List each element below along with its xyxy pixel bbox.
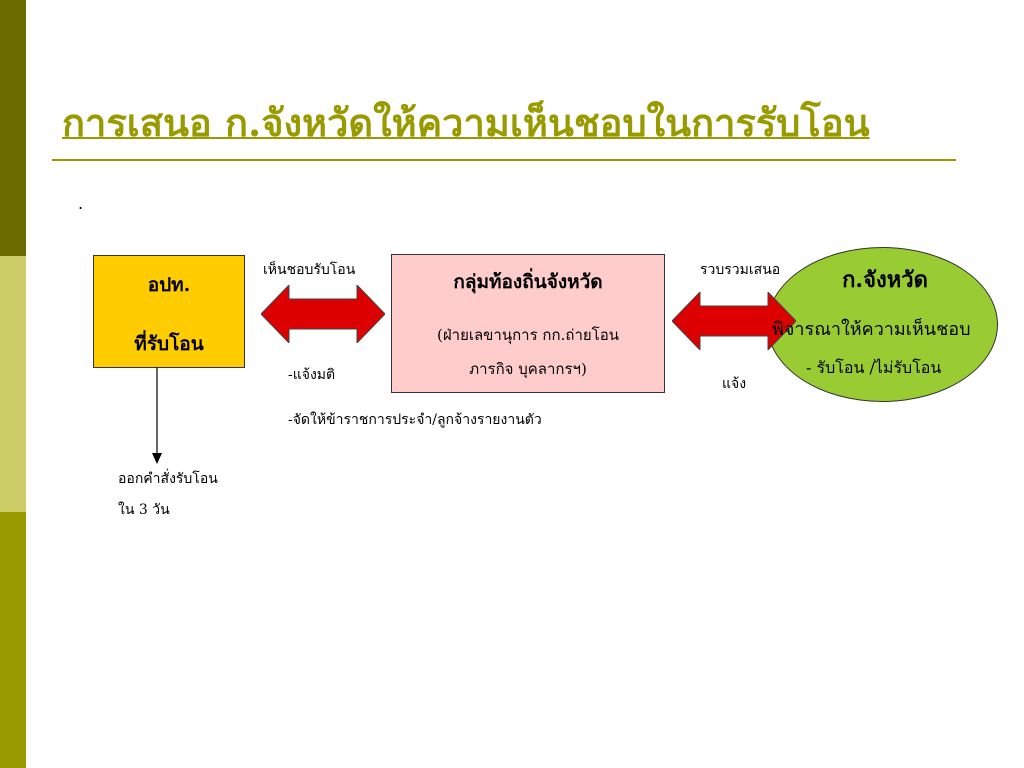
provincial-group-line3: ภารกิจ บุคลากรฯ) [469, 360, 587, 378]
bullet-dot: . [78, 194, 84, 213]
slide-title: การเสนอ ก.จังหวัดให้ความเห็นชอบในการรับโ… [62, 100, 870, 145]
title-divider [52, 159, 956, 161]
decorative-bar-bottom [0, 512, 26, 768]
provincial-local-group-box: กลุ่มท้องถิ่นจังหวัด (ฝ่ายเลขานุการ กก.ถ… [391, 254, 665, 393]
label-gather-propose: รวบรวมเสนอ [700, 262, 781, 278]
label-agree-transfer: เห็นชอบรับโอน [263, 262, 356, 278]
local-org-box: อปท. ที่รับโอน [93, 255, 245, 368]
decorative-bar-middle [0, 256, 26, 512]
label-order-line1: ออกคำสั่งรับโอน [118, 471, 218, 487]
label-order-line2: ใน 3 วัน [118, 502, 170, 518]
label-inform: แจ้ง [722, 376, 747, 392]
provincial-group-line2: (ฝ่ายเลขานุการ กก.ถ่ายโอน [437, 326, 619, 344]
provincial-committee-line1: พิจารณาให้ความเห็นชอบ [772, 319, 971, 340]
provincial-committee-line2: - รับโอน /ไม่รับโอน [806, 358, 942, 377]
provincial-committee-title: ก.จังหวัด [842, 267, 928, 293]
provincial-committee-oval [767, 247, 998, 402]
down-arrow [152, 367, 162, 464]
local-org-line2: ที่รับโอน [134, 333, 204, 355]
double-arrow-right [672, 292, 796, 350]
local-org-line1: อปท. [147, 274, 191, 296]
label-assign-report: -จัดให้ข้าราชการประจำ/ลูกจ้างรายงานตัว [288, 412, 542, 428]
decorative-bar-top [0, 0, 26, 256]
double-arrow-left [261, 285, 385, 343]
provincial-group-title: กลุ่มท้องถิ่นจังหวัด [453, 271, 603, 293]
label-notify-resolution: -แจ้งมติ [288, 367, 336, 383]
